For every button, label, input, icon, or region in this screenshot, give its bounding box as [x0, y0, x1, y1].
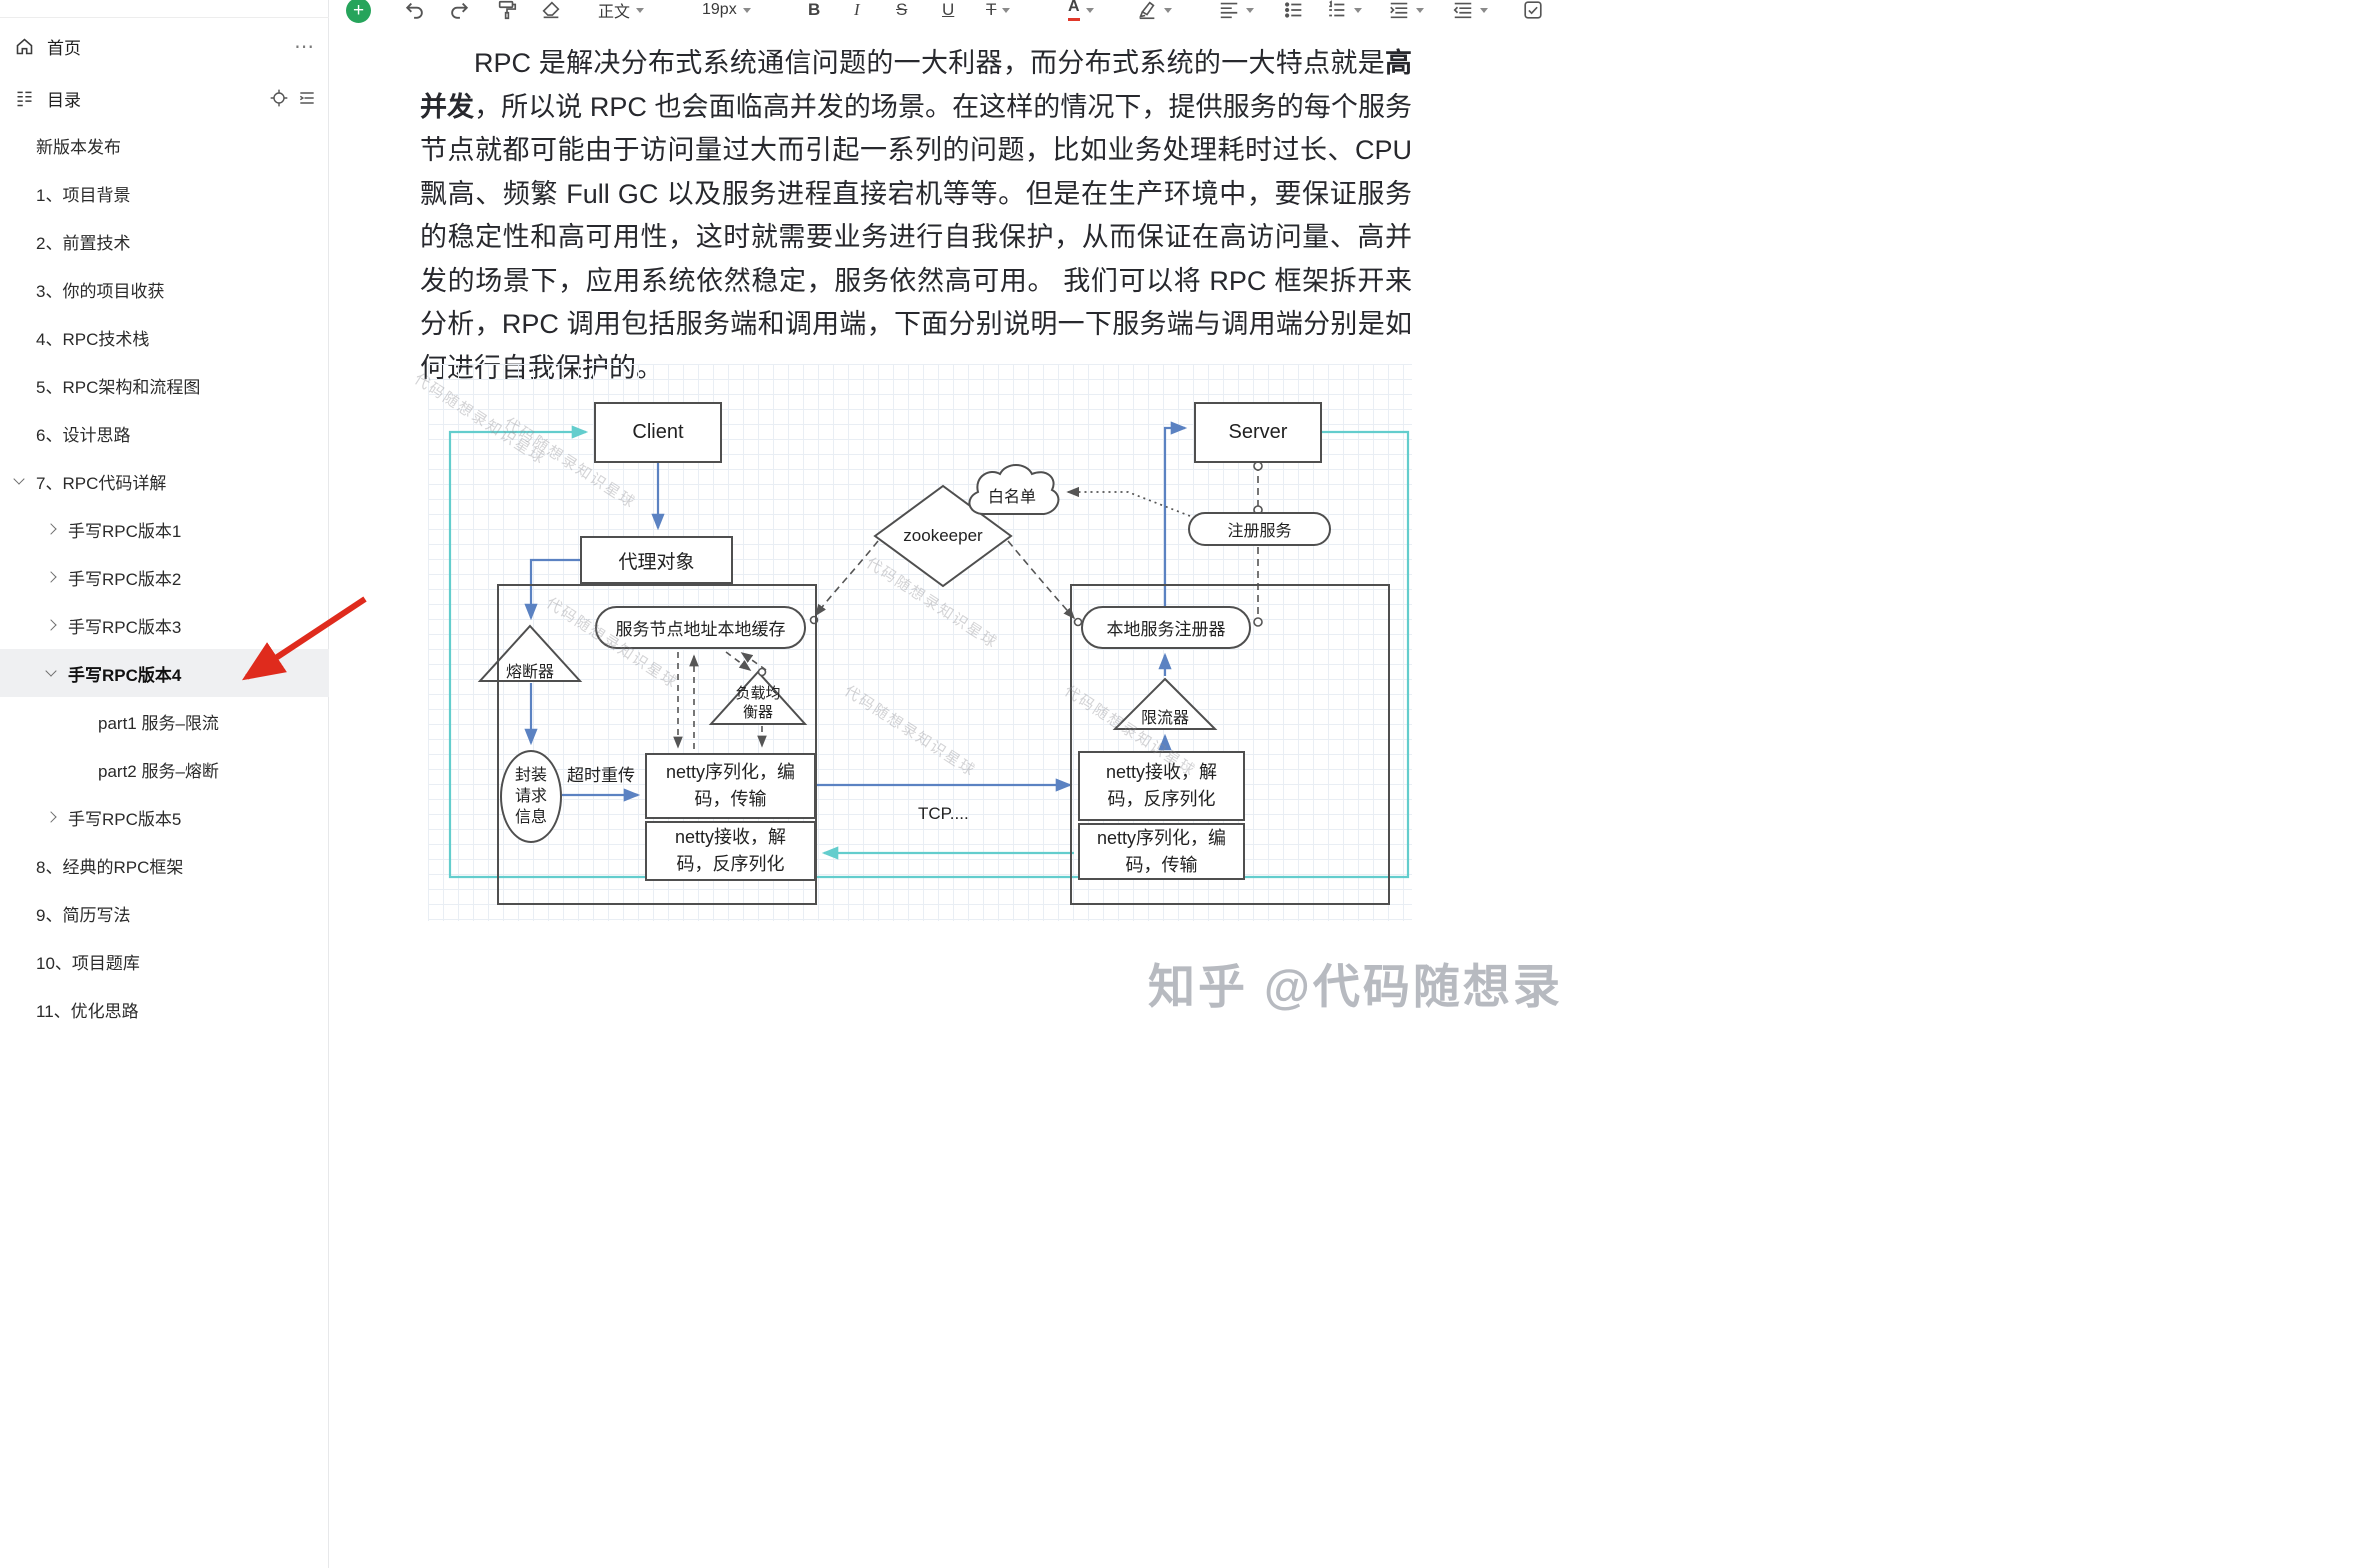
- proxy-object-node: 代理对象: [580, 536, 733, 584]
- chevron-down-icon: [1002, 7, 1011, 13]
- sidebar-toc-row[interactable]: 目录: [0, 76, 329, 120]
- font-color-button[interactable]: A: [1068, 0, 1094, 30]
- chevron-right-icon[interactable]: [45, 619, 57, 631]
- indent-list-button[interactable]: [1388, 0, 1424, 30]
- sidebar-item[interactable]: 手写RPC版本5: [0, 793, 329, 841]
- sidebar-item[interactable]: 7、RPC代码详解: [0, 457, 329, 505]
- sidebar-item[interactable]: 5、RPC架构和流程图: [36, 377, 201, 397]
- chevron-right-icon[interactable]: [45, 811, 57, 823]
- netty-serialize-left-node: netty序列化，编 码，传输: [645, 753, 816, 819]
- divider: [0, 17, 329, 18]
- rate-limiter-label: 限流器: [1140, 710, 1189, 727]
- local-cache-node: 服务节点地址本地缓存: [595, 606, 806, 649]
- chevron-down-icon: [1085, 7, 1094, 13]
- outdent-list-button[interactable]: [1452, 0, 1488, 30]
- highlight-button[interactable]: [1136, 0, 1172, 30]
- sidebar-item[interactable]: 新版本发布: [36, 137, 121, 157]
- collapse-outline-icon[interactable]: [293, 84, 321, 112]
- server-node: Server: [1194, 402, 1322, 463]
- sidebar-outline-list: 新版本发布 1、项目背景 2、前置技术 3、你的项目收获 4、RPC技术栈 5、…: [0, 121, 329, 1033]
- sidebar-item[interactable]: 6、设计思路: [36, 425, 131, 445]
- sidebar-item[interactable]: 3、你的项目收获: [36, 281, 165, 301]
- chevron-down-icon: [1246, 7, 1254, 13]
- sidebar-item[interactable]: 手写RPC版本1: [0, 505, 329, 553]
- document-paragraph[interactable]: RPC 是解决分布式系统通信问题的一大利器，而分布式系统的一大特点就是高并发，所…: [420, 42, 1412, 390]
- sidebar-item[interactable]: 手写RPC版本3: [0, 601, 329, 649]
- italic-button[interactable]: I: [854, 0, 860, 19]
- circuit-breaker-label: 熔断器: [505, 664, 554, 681]
- paragraph-text: ，所以说 RPC 也会面临高并发的场景。在这样的情况下，提供服务的每个服务节点就…: [420, 91, 1413, 383]
- client-node: Client: [594, 402, 722, 463]
- load-balancer-label: 负载均 衡器: [735, 685, 781, 721]
- chevron-right-icon[interactable]: [45, 523, 57, 535]
- font-size-select[interactable]: 19px: [702, 0, 751, 30]
- sidebar-item[interactable]: 10、项目题库: [36, 953, 140, 973]
- sidebar-item-selected[interactable]: 手写RPC版本4: [0, 649, 329, 697]
- chevron-right-icon[interactable]: [45, 571, 57, 583]
- netty-receive-right-node: netty接收，解 码，反序列化: [1078, 751, 1245, 821]
- netty-receive-left-node: netty接收，解 码，反序列化: [645, 821, 816, 881]
- sidebar-item[interactable]: 1、项目背景: [36, 185, 131, 205]
- sidebar: 首页 ⋯ 目录 新版本发布 1、项目背景 2、前置技术 3、你的项目收获 4、R…: [0, 0, 329, 1568]
- whitelist-label: 白名单: [987, 489, 1036, 506]
- bold-button[interactable]: B: [808, 0, 821, 19]
- diagram-connectors: [448, 421, 1410, 879]
- sidebar-home-row[interactable]: 首页 ⋯: [0, 24, 329, 68]
- paragraph-bold-text: 高并发: [420, 48, 1412, 122]
- eraser-button[interactable]: [540, 0, 562, 30]
- redo-button[interactable]: [448, 0, 470, 30]
- zookeeper-label: zookeeper: [903, 526, 983, 545]
- chevron-down-icon[interactable]: [13, 473, 25, 485]
- sidebar-item[interactable]: 2、前置技术: [36, 233, 131, 253]
- rpc-architecture-diagram: Client Server 代理对象 服务节点地址本地缓存 本地服务注册器 注册…: [411, 364, 1412, 921]
- task-checkbox-button[interactable]: [1522, 0, 1544, 30]
- netty-serialize-right-node: netty序列化，编 码，传输: [1078, 823, 1245, 880]
- client-side-container: [497, 584, 817, 905]
- sidebar-home-label: 首页: [47, 38, 81, 58]
- format-painter-button[interactable]: [496, 0, 518, 30]
- align-button[interactable]: [1218, 0, 1254, 30]
- home-icon: [14, 36, 35, 57]
- sidebar-item[interactable]: 8、经典的RPC框架: [36, 857, 184, 877]
- server-side-container: [1070, 584, 1390, 905]
- chevron-down-icon: [1480, 7, 1488, 13]
- text-style-button[interactable]: T: [986, 0, 1011, 30]
- paragraph-text: RPC 是解决分布式系统通信问题的一大利器，而分布式系统的一大特点就是: [474, 48, 1385, 78]
- register-service-node: 注册服务: [1188, 512, 1331, 546]
- sidebar-item[interactable]: part1 服务–限流: [98, 713, 219, 733]
- numbered-list-button[interactable]: [1326, 0, 1362, 30]
- undo-button[interactable]: [404, 0, 426, 30]
- tcp-label: TCP....: [918, 804, 969, 823]
- editor-main: + 正文 19px B I S U T A RPC 是解决分布式系统通信问题的一…: [330, 0, 2358, 1568]
- bullet-list-button[interactable]: [1283, 0, 1305, 30]
- toc-icon: [14, 88, 35, 109]
- sidebar-item[interactable]: 11、优化思路: [36, 1001, 139, 1021]
- sidebar-item[interactable]: part2 服务–熔断: [98, 761, 219, 781]
- locate-icon[interactable]: [265, 84, 293, 112]
- insert-button[interactable]: +: [346, 0, 371, 30]
- chevron-down-icon: [1416, 7, 1424, 13]
- more-icon[interactable]: ⋯: [294, 35, 316, 58]
- strikethrough-button[interactable]: S: [896, 0, 908, 19]
- underline-button[interactable]: U: [942, 0, 955, 19]
- sidebar-item[interactable]: 9、简历写法: [36, 905, 131, 925]
- chevron-down-icon: [742, 7, 751, 13]
- sidebar-toc-label: 目录: [47, 90, 81, 110]
- chevron-down-icon[interactable]: [45, 665, 57, 677]
- paragraph-style-select[interactable]: 正文: [598, 0, 645, 30]
- encapsulate-request-node: 封装 请求 信息: [500, 750, 562, 843]
- chevron-down-icon: [636, 7, 645, 13]
- site-watermark: 知乎 @代码随想录: [1148, 960, 1563, 1013]
- sidebar-item[interactable]: 手写RPC版本2: [0, 553, 329, 601]
- editor-toolbar: + 正文 19px B I S U T A: [330, 0, 2358, 30]
- chevron-down-icon: [1164, 7, 1172, 13]
- sidebar-item[interactable]: 4、RPC技术栈: [36, 329, 150, 349]
- plus-icon: +: [346, 0, 371, 23]
- local-registry-node: 本地服务注册器: [1081, 606, 1251, 649]
- chevron-down-icon: [1354, 7, 1362, 13]
- timeout-retry-label: 超时重传: [567, 766, 635, 785]
